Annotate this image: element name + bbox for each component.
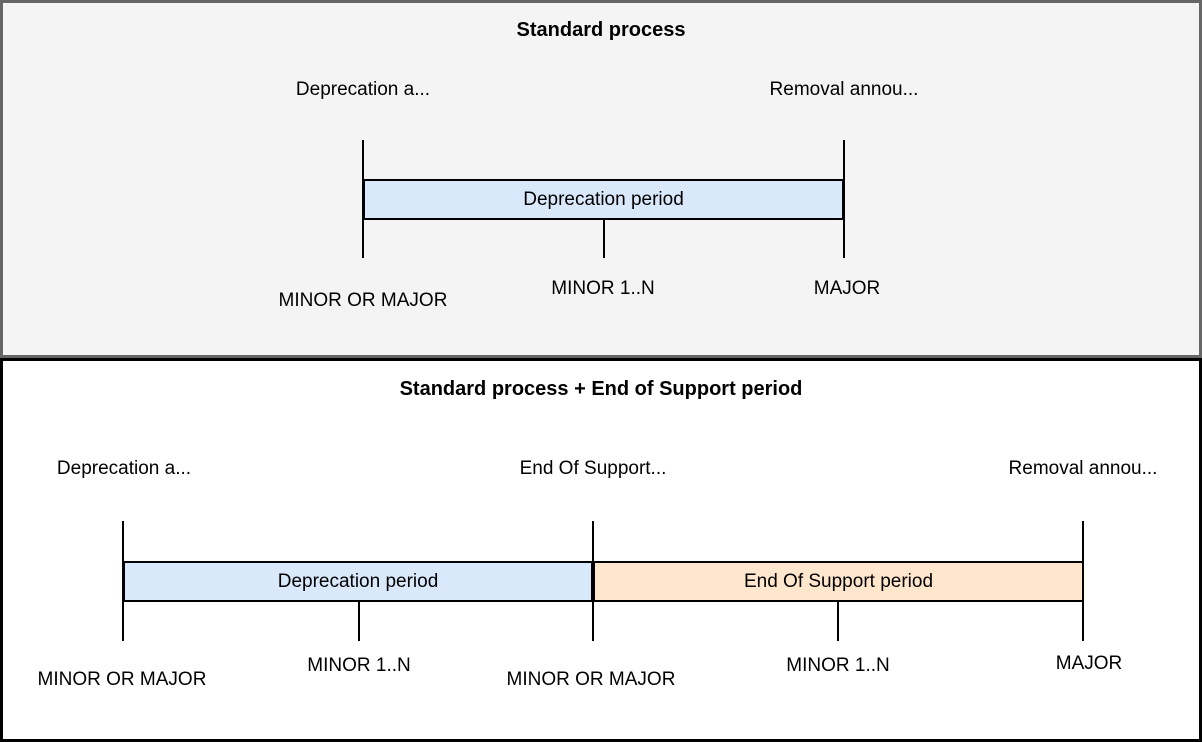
event-label-deprecation-announcement: Deprecation a... — [56, 458, 192, 479]
event-label-removal-announcement: Removal annou... — [769, 79, 919, 100]
release-label-minor-or-major: MINOR OR MAJOR — [37, 669, 207, 690]
release-label-minor-1-n: MINOR 1..N — [551, 278, 655, 299]
deprecation-period-bar: Deprecation period — [123, 561, 593, 602]
timeline-end-line — [843, 140, 845, 258]
panel-title: Standard process + End of Support period — [399, 378, 803, 400]
minor-releases-tick — [837, 602, 839, 641]
release-label-minor-or-major: MINOR OR MAJOR — [278, 290, 448, 311]
end-of-support-period-bar: End Of Support period — [593, 561, 1084, 602]
release-label-minor-or-major: MINOR OR MAJOR — [506, 669, 676, 690]
deprecation-period-bar: Deprecation period — [363, 179, 844, 220]
release-label-major: MAJOR — [813, 278, 881, 299]
minor-releases-tick — [603, 220, 605, 258]
panel-standard-process-plus-eos: Standard process + End of Support period… — [0, 358, 1202, 742]
release-label-minor-1-n: MINOR 1..N — [307, 655, 411, 676]
event-label-end-of-support: End Of Support... — [519, 458, 667, 479]
minor-releases-tick — [358, 602, 360, 641]
panel-standard-process: Standard process Deprecation a... Remova… — [0, 0, 1202, 358]
event-label-removal-announcement: Removal annou... — [1008, 458, 1158, 479]
release-label-major: MAJOR — [1055, 653, 1123, 674]
release-label-minor-1-n: MINOR 1..N — [786, 655, 890, 676]
panel-title: Standard process — [516, 19, 686, 41]
event-label-deprecation-announcement: Deprecation a... — [295, 79, 431, 100]
